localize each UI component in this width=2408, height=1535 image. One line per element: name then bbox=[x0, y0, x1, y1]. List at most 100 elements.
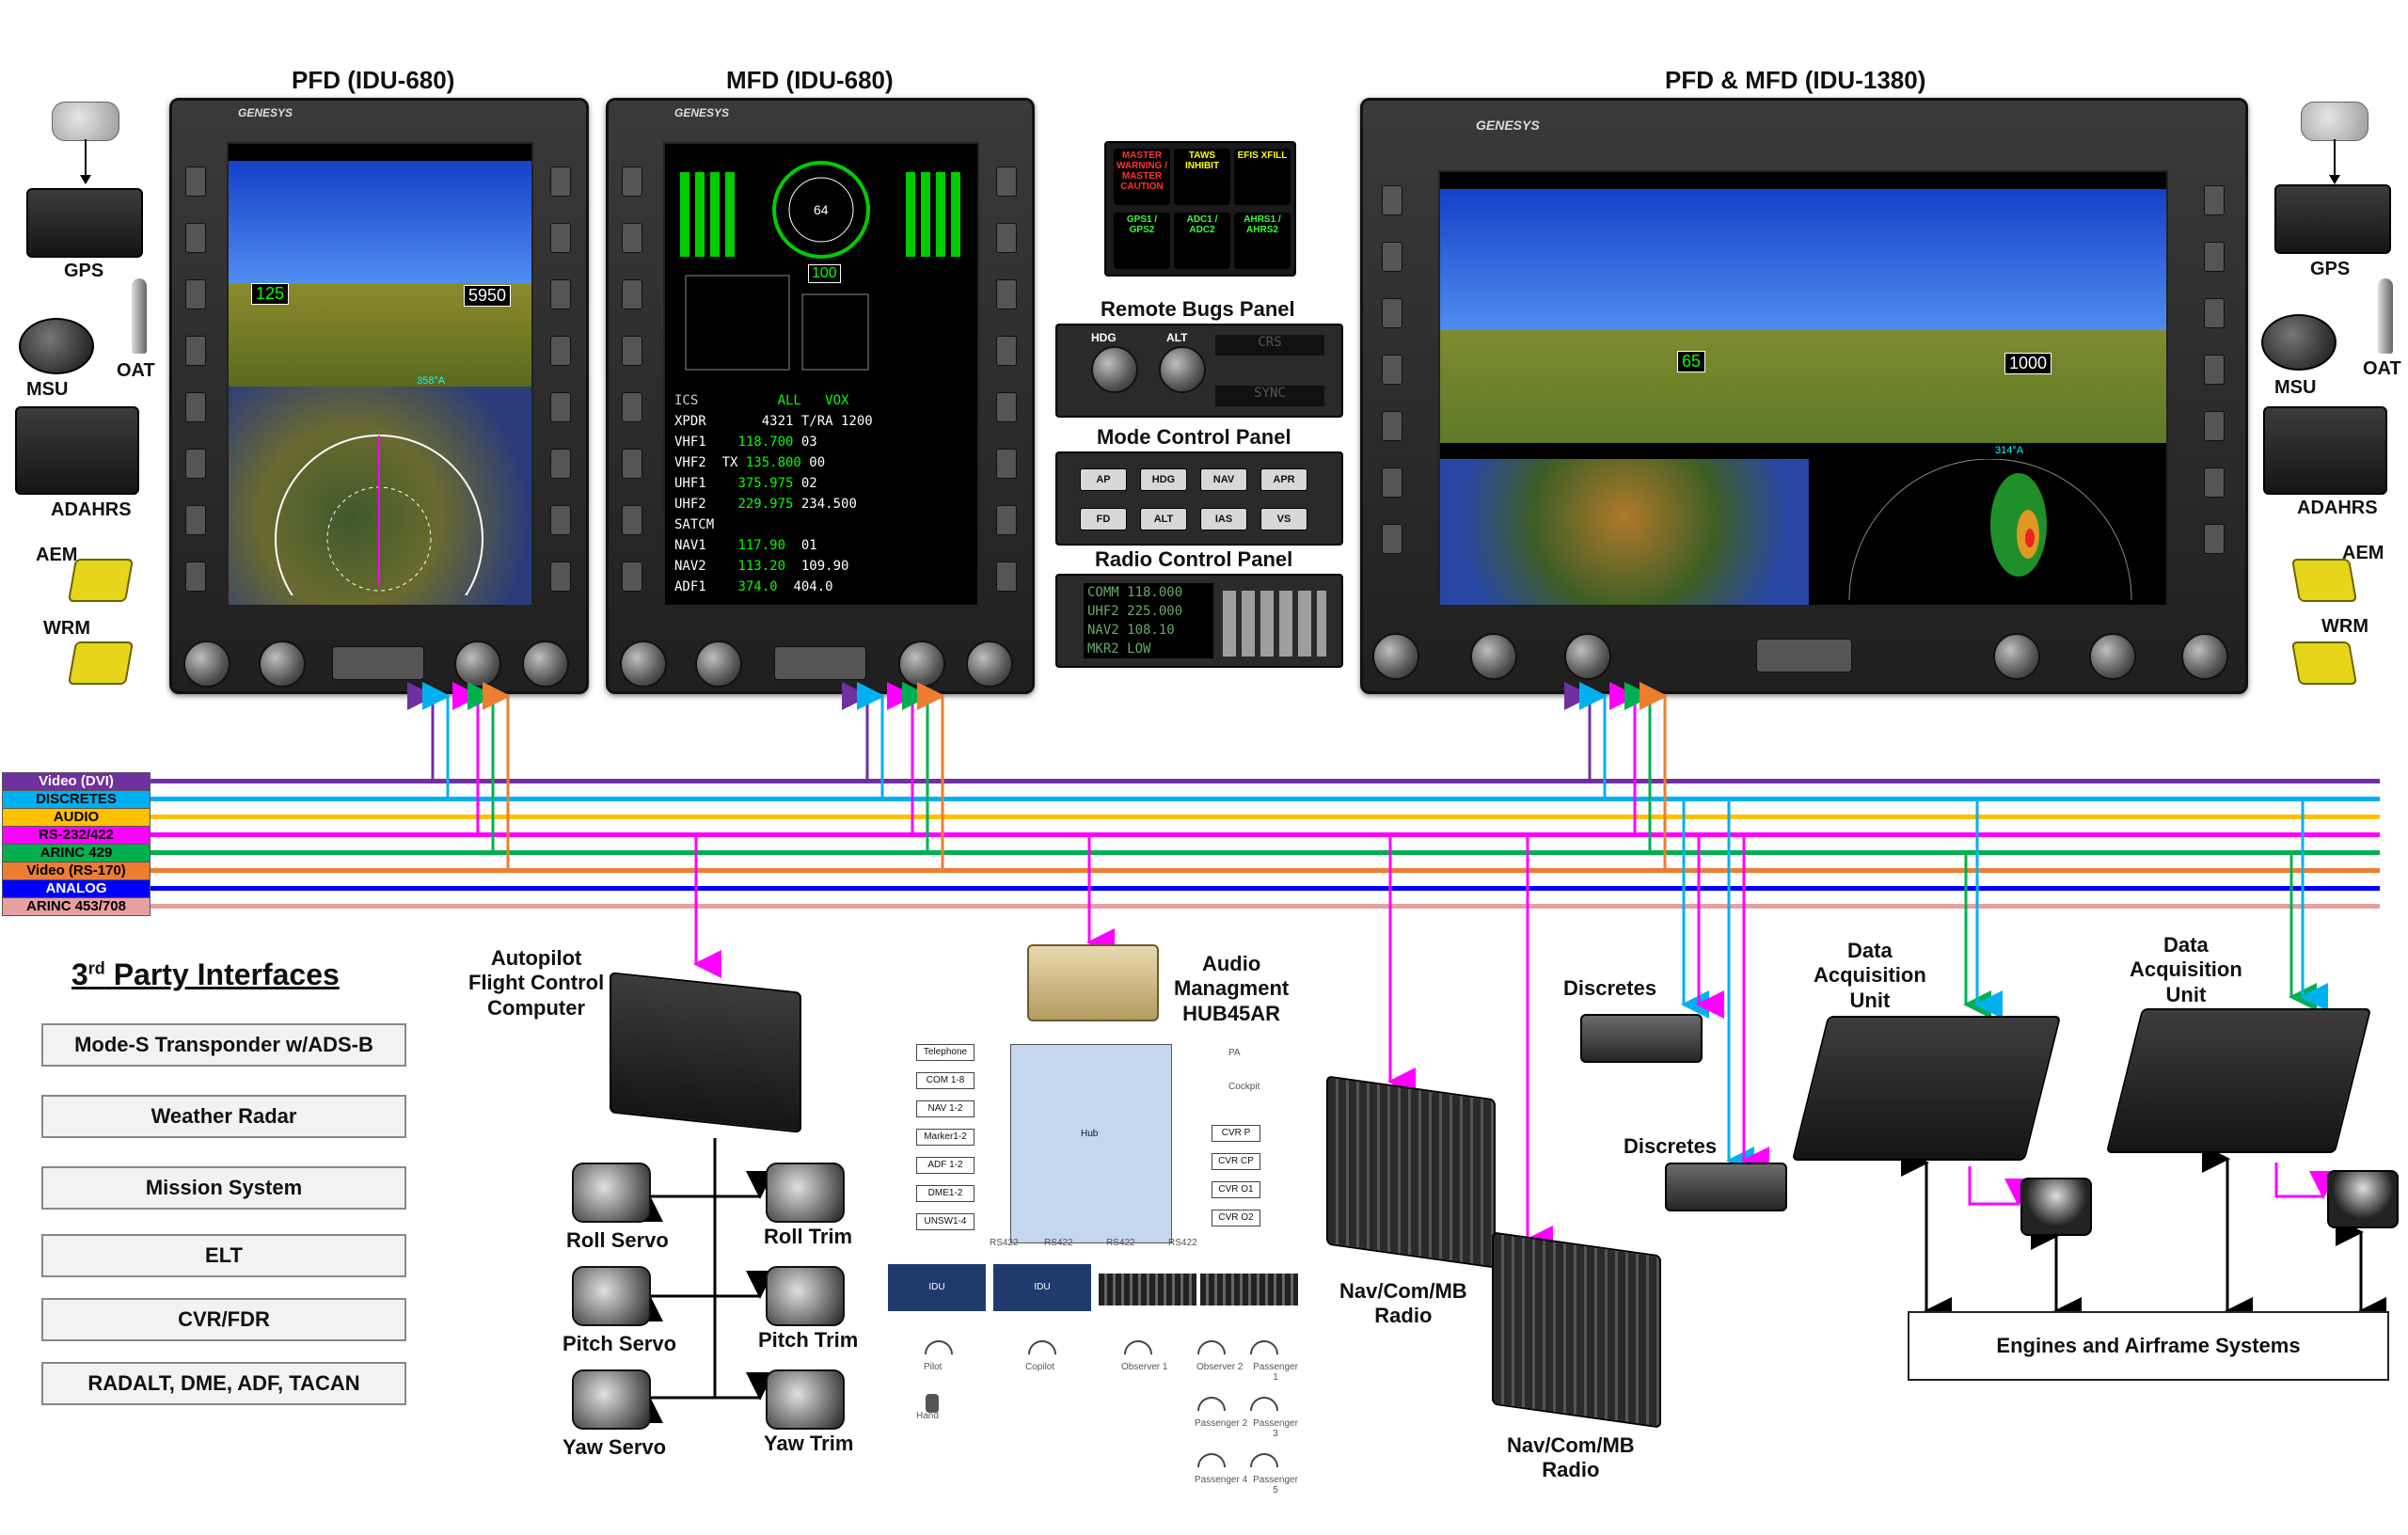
mfd-right-bezel-key[interactable] bbox=[996, 392, 1017, 422]
wide-left-bezel-key[interactable] bbox=[1382, 185, 1402, 215]
mfd-left-bezel-key[interactable] bbox=[622, 223, 642, 253]
hub-rs422: RS422 bbox=[1106, 1238, 1135, 1248]
wide-left-bezel-key[interactable] bbox=[1382, 242, 1402, 272]
mfd-right-bezel-key[interactable] bbox=[996, 279, 1017, 309]
radio-control-title: Radio Control Panel bbox=[1095, 547, 1293, 571]
yaw-trim-icon bbox=[766, 1369, 845, 1430]
mfd-left-bezel-key[interactable] bbox=[622, 505, 642, 535]
remote-bugs-panel: HDG ALT CRS SYNC bbox=[1055, 324, 1343, 418]
discretes2-device bbox=[1665, 1163, 1787, 1211]
right-aem-label: AEM bbox=[2342, 543, 2384, 563]
mfd-left-bezel-key[interactable] bbox=[622, 392, 642, 422]
pfd-knob[interactable] bbox=[522, 641, 569, 688]
mode-apr-button[interactable]: APR bbox=[1260, 468, 1307, 491]
pfd-knob[interactable] bbox=[183, 641, 230, 688]
mfd-knob[interactable] bbox=[898, 641, 945, 688]
mfd-left-bezel-key[interactable] bbox=[622, 449, 642, 479]
wide-knob[interactable] bbox=[2181, 633, 2228, 680]
wide-right-bezel-key[interactable] bbox=[2204, 467, 2225, 498]
mfd-right-bezel-key[interactable] bbox=[996, 449, 1017, 479]
pfd-right-bezel-key[interactable] bbox=[550, 336, 571, 366]
mfd-knob[interactable] bbox=[620, 641, 667, 688]
mfd-right-bezel-key[interactable] bbox=[996, 562, 1017, 592]
master-warning-switch[interactable]: MASTER WARNING / MASTER CAUTION bbox=[1114, 149, 1170, 205]
adahrs-icon bbox=[2263, 406, 2387, 495]
pfd-right-bezel-key[interactable] bbox=[550, 562, 571, 592]
mfd-left-bezel-key[interactable] bbox=[622, 562, 642, 592]
mfd-right-bezel-key[interactable] bbox=[996, 505, 1017, 535]
mode-nav-button[interactable]: NAV bbox=[1200, 468, 1247, 491]
wide-left-bezel-key[interactable] bbox=[1382, 355, 1402, 385]
mfd-right-bezel-key[interactable] bbox=[996, 336, 1017, 366]
radio-keypad[interactable] bbox=[1223, 591, 1326, 657]
iface-weather-radar: Weather Radar bbox=[41, 1095, 406, 1138]
wide-knob[interactable] bbox=[1470, 633, 1517, 680]
radio-line: MKR2 LOW bbox=[1087, 641, 1151, 657]
hub-station-block bbox=[1200, 1274, 1298, 1306]
mode-vs-button[interactable]: VS bbox=[1260, 508, 1307, 530]
iface-cvr-fdr: CVR/FDR bbox=[41, 1298, 406, 1341]
pfd-left-bezel-key[interactable] bbox=[185, 392, 206, 422]
wide-knob[interactable] bbox=[1564, 633, 1611, 680]
wide-left-bezel-key[interactable] bbox=[1382, 298, 1402, 328]
pfd-left-bezel-key[interactable] bbox=[185, 166, 206, 197]
efis-xfill-switch[interactable]: EFIS XFILL bbox=[1234, 149, 1291, 205]
mode-hdg-button[interactable]: HDG bbox=[1140, 468, 1187, 491]
wide-rocker[interactable] bbox=[1756, 639, 1852, 673]
headset-observer2: Observer 2 bbox=[1196, 1362, 1244, 1372]
mfd-left-bezel-key[interactable] bbox=[622, 166, 642, 197]
wide-knob[interactable] bbox=[1372, 633, 1419, 680]
mode-fd-button[interactable]: FD bbox=[1080, 508, 1127, 530]
adc-select-switch[interactable]: ADC1 / ADC2 bbox=[1174, 213, 1230, 269]
wide-right-bezel-key[interactable] bbox=[2204, 242, 2225, 272]
mode-ias-button[interactable]: IAS bbox=[1200, 508, 1247, 530]
ahrs-select-switch[interactable]: AHRS1 / AHRS2 bbox=[1234, 213, 1291, 269]
wide-left-bezel-key[interactable] bbox=[1382, 467, 1402, 498]
bus-label: ANALOG bbox=[2, 879, 150, 898]
mfd-left-bezel-key[interactable] bbox=[622, 336, 642, 366]
pfd-left-bezel-key[interactable] bbox=[185, 505, 206, 535]
mfd-knob[interactable] bbox=[695, 641, 742, 688]
right-msu-label: MSU bbox=[2274, 377, 2317, 398]
wide-right-bezel-key[interactable] bbox=[2204, 524, 2225, 554]
alt-bug-knob[interactable] bbox=[1159, 346, 1206, 393]
taws-inhibit-switch[interactable]: TAWS INHIBIT bbox=[1174, 149, 1230, 205]
mfd-right-bezel-key[interactable] bbox=[996, 223, 1017, 253]
mode-ap-button[interactable]: AP bbox=[1080, 468, 1127, 491]
headset-observer1: Observer 1 bbox=[1121, 1362, 1168, 1372]
pfd-left-bezel-key[interactable] bbox=[185, 562, 206, 592]
wide-right-bezel-key[interactable] bbox=[2204, 355, 2225, 385]
pitch-trim-icon bbox=[766, 1266, 845, 1326]
wide-right-bezel-key[interactable] bbox=[2204, 185, 2225, 215]
pfd-right-bezel-key[interactable] bbox=[550, 449, 571, 479]
wide-left-bezel-key[interactable] bbox=[1382, 411, 1402, 441]
mfd-knob[interactable] bbox=[966, 641, 1013, 688]
pfd-alt-readout: 5950 bbox=[464, 285, 512, 307]
pfd-right-bezel-key[interactable] bbox=[550, 223, 571, 253]
pfd-right-bezel-key[interactable] bbox=[550, 505, 571, 535]
pfd-right-bezel-key[interactable] bbox=[550, 166, 571, 197]
pfd-knob[interactable] bbox=[259, 641, 306, 688]
hdg-bug-knob[interactable] bbox=[1091, 346, 1138, 393]
mode-alt-button[interactable]: ALT bbox=[1140, 508, 1187, 530]
radio1-label: Nav/Com/MB Radio bbox=[1339, 1279, 1467, 1328]
mfd-right-bezel-key[interactable] bbox=[996, 166, 1017, 197]
pfd-left-bezel-key[interactable] bbox=[185, 223, 206, 253]
wide-left-bezel-key[interactable] bbox=[1382, 524, 1402, 554]
wide-knob[interactable] bbox=[1993, 633, 2040, 680]
pfd-knob[interactable] bbox=[454, 641, 501, 688]
pfd-left-bezel-key[interactable] bbox=[185, 336, 206, 366]
wide-right-bezel-key[interactable] bbox=[2204, 298, 2225, 328]
mfd-rocker[interactable] bbox=[774, 646, 866, 680]
mfd-left-bezel-key[interactable] bbox=[622, 279, 642, 309]
pfd-rocker[interactable] bbox=[332, 646, 424, 680]
pfd-left-bezel-key[interactable] bbox=[185, 279, 206, 309]
pfd-left-bezel-key[interactable] bbox=[185, 449, 206, 479]
pfdmfd-title: PFD & MFD (IDU-1380) bbox=[1665, 66, 1926, 94]
wide-knob[interactable] bbox=[2089, 633, 2136, 680]
pfd-right-bezel-key[interactable] bbox=[550, 392, 571, 422]
sync-display[interactable]: SYNC bbox=[1215, 386, 1324, 406]
wide-right-bezel-key[interactable] bbox=[2204, 411, 2225, 441]
pfd-right-bezel-key[interactable] bbox=[550, 279, 571, 309]
gps-select-switch[interactable]: GPS1 / GPS2 bbox=[1114, 213, 1170, 269]
